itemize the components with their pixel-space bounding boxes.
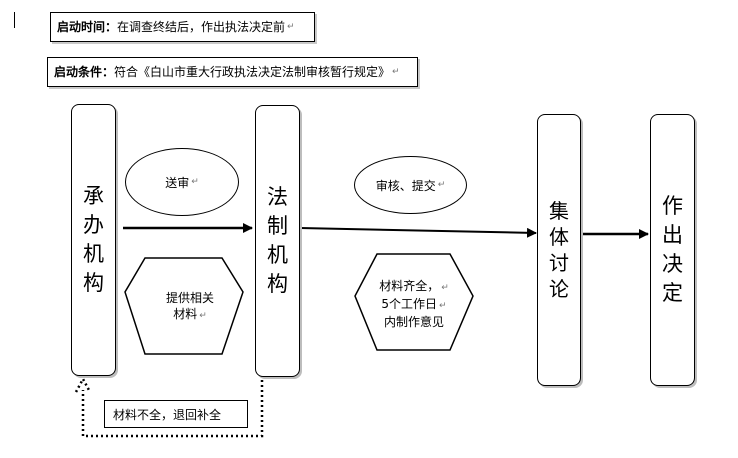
stage-collective-discussion: 集 体 讨 论 <box>537 114 581 386</box>
stage-char: 法 <box>267 185 288 209</box>
start-time-text: 在调查终结后，作出执法决定前 <box>117 20 286 34</box>
hexagon-provide-materials <box>124 257 244 355</box>
stage-char: 作 <box>662 194 683 218</box>
stage-char: 制 <box>267 214 288 238</box>
review-submit-label: 审核、提交 <box>375 178 436 193</box>
stage-char: 讨 <box>549 251 569 275</box>
start-time-label: 启动时间： <box>57 20 118 34</box>
dotted-return-path <box>81 380 264 438</box>
stage-char: 出 <box>662 223 683 247</box>
provide-materials-line: 材料 <box>173 307 198 321</box>
incomplete-return-label: 材料不全，退回补全 <box>113 407 222 422</box>
arrow-legal-to-collective <box>299 227 537 238</box>
paragraph-mark-icon: ↵ <box>439 301 447 311</box>
stage-char: 构 <box>83 271 104 295</box>
stage-make-decision: 作 出 决 定 <box>650 114 695 386</box>
paragraph-mark-icon: ↵ <box>191 177 199 187</box>
stage-char: 体 <box>549 225 569 249</box>
incomplete-return-note: 材料不全，退回补全 <box>104 400 248 428</box>
stage-char: 集 <box>549 199 569 223</box>
stage-char: 机 <box>267 243 288 267</box>
text-cursor <box>14 12 15 28</box>
paragraph-mark-icon: ↵ <box>199 311 207 321</box>
start-condition-caption: 启动条件： 符合《白山市重大行政执法决定法制审核暂行规定》 ↵ <box>47 57 418 87</box>
stage-char: 构 <box>267 272 288 296</box>
stage-legal-agency: 法 制 机 构 <box>255 105 300 377</box>
ellipse-review-submit: 审核、提交 ↵ <box>354 156 467 214</box>
paragraph-mark-icon: ↵ <box>287 21 295 32</box>
stage-handling-agency: 承 办 机 构 <box>71 104 116 376</box>
stage-char: 承 <box>83 184 104 208</box>
stage-char: 论 <box>549 277 569 301</box>
paragraph-mark-icon: ↵ <box>392 66 400 77</box>
start-condition-label: 启动条件： <box>54 65 115 79</box>
start-time-caption: 启动时间： 在调查终结后，作出执法决定前 ↵ <box>50 12 315 42</box>
stage-char: 决 <box>662 252 683 276</box>
ellipse-submit-review: 送审 ↵ <box>125 148 239 216</box>
provide-materials-line: 提供相关 <box>165 291 214 305</box>
hexagon-complete-materials <box>354 253 474 351</box>
stage-char: 定 <box>662 281 683 305</box>
complete-materials-line: 材料齐全， <box>379 279 440 293</box>
complete-materials-label: 材料齐全，↵ 5个工作日↵ 内制作意见 <box>364 278 464 330</box>
complete-materials-line: 5个工作日 <box>381 297 438 311</box>
submit-review-label: 送审 <box>165 175 190 190</box>
start-condition-text: 符合《白山市重大行政执法决定法制审核暂行规定》 <box>114 65 391 79</box>
paragraph-mark-icon: ↵ <box>441 283 449 293</box>
stage-char: 办 <box>83 213 104 237</box>
complete-materials-line: 内制作意见 <box>383 315 444 329</box>
paragraph-mark-icon: ↵ <box>437 180 446 190</box>
stage-char: 机 <box>83 242 104 266</box>
provide-materials-label: 提供相关 材料↵ <box>140 290 240 324</box>
